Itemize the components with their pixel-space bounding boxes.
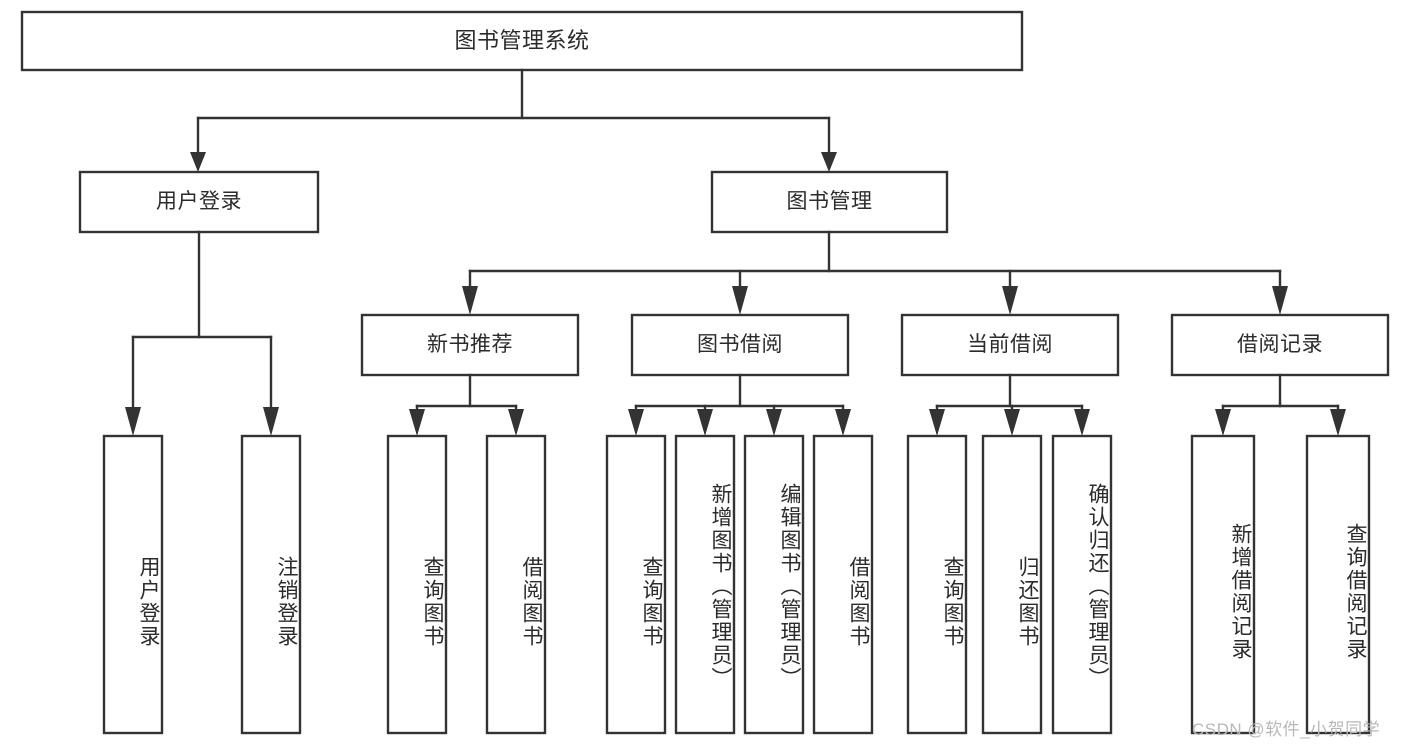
node-box-current-borrow[interactable] bbox=[900, 313, 1120, 377]
arrow-head-icon bbox=[1002, 286, 1018, 315]
leaf-box-borrow-record-1[interactable] bbox=[1190, 434, 1256, 735]
connector-borrowrecord-to-leaves bbox=[1215, 373, 1346, 436]
arrow-head-icon bbox=[697, 409, 713, 436]
leaf-box-book-borrow-2[interactable] bbox=[674, 434, 736, 735]
leaf-box-user-login-1[interactable] bbox=[102, 434, 164, 735]
connector-root-to-level1 bbox=[190, 68, 837, 172]
node-box-book-borrow[interactable] bbox=[630, 313, 850, 377]
arrow-head-icon bbox=[508, 409, 524, 436]
arrow-head-icon bbox=[929, 409, 945, 436]
connector-bookborrow-to-leaves bbox=[628, 373, 851, 436]
connector-currentborrow-to-leaves bbox=[929, 373, 1090, 436]
arrow-head-icon bbox=[1004, 409, 1020, 436]
arrow-head-icon bbox=[1330, 409, 1346, 436]
node-box-book-management[interactable] bbox=[710, 170, 949, 234]
leaf-box-current-borrow-3[interactable] bbox=[1051, 434, 1113, 735]
leaf-box-borrow-record-2[interactable] bbox=[1305, 434, 1371, 735]
arrow-head-icon bbox=[409, 409, 425, 436]
leaf-box-book-borrow-4[interactable] bbox=[812, 434, 874, 735]
leaf-box-book-borrow-1[interactable] bbox=[605, 434, 667, 735]
leaf-box-current-borrow-2[interactable] bbox=[981, 434, 1043, 735]
arrow-head-icon bbox=[1074, 409, 1090, 436]
arrow-head-icon bbox=[1215, 409, 1231, 436]
arrow-head-icon bbox=[190, 152, 206, 172]
arrow-head-icon bbox=[821, 152, 837, 172]
node-box-new-book-recommend[interactable] bbox=[360, 313, 580, 377]
arrow-head-icon bbox=[263, 407, 279, 436]
arrow-head-icon bbox=[628, 409, 644, 436]
arrow-head-icon bbox=[766, 409, 782, 436]
arrow-head-icon bbox=[1272, 286, 1288, 315]
leaf-box-new-book-2[interactable] bbox=[485, 434, 547, 735]
connector-userlogin-to-leaves bbox=[125, 230, 279, 436]
node-box-user-login[interactable] bbox=[78, 170, 320, 234]
connector-newbook-to-leaves bbox=[409, 373, 524, 436]
watermark-text: CSDN @软件_小贺同学 bbox=[1192, 720, 1381, 739]
arrow-head-icon bbox=[732, 286, 748, 315]
leaf-box-book-borrow-3[interactable] bbox=[743, 434, 805, 735]
leaf-box-current-borrow-1[interactable] bbox=[906, 434, 968, 735]
arrow-head-icon bbox=[125, 407, 141, 436]
node-box-root[interactable] bbox=[20, 10, 1024, 72]
leaf-box-new-book-1[interactable] bbox=[386, 434, 448, 735]
leaf-box-user-login-2[interactable] bbox=[240, 434, 302, 735]
arrow-head-icon bbox=[835, 409, 851, 436]
arrow-head-icon bbox=[462, 286, 478, 315]
connector-bookmgmt-to-level2 bbox=[462, 230, 1288, 315]
node-box-borrow-record[interactable] bbox=[1170, 313, 1390, 377]
